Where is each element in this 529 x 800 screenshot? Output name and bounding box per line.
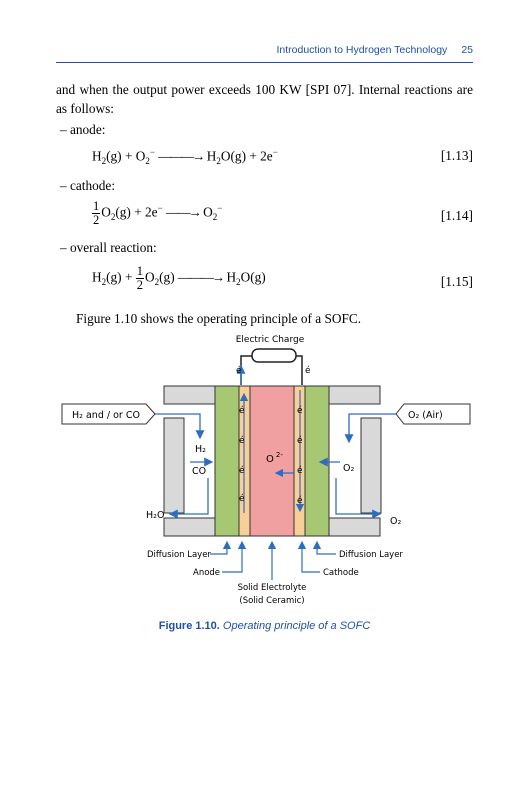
diffusion-layer-left-label: Diffusion Layer bbox=[147, 550, 211, 560]
fuel-inlet bbox=[61, 403, 156, 425]
figure-caption: Figure 1.10. Operating principle of a SO… bbox=[0, 620, 529, 632]
running-header: Introduction to Hydrogen Technology 25 bbox=[276, 44, 473, 56]
air-inlet-label: O₂ (Air) bbox=[408, 410, 443, 421]
o2-out-label: O₂ bbox=[390, 516, 401, 527]
caption-label: Figure 1.10. bbox=[158, 620, 220, 632]
svg-text:é: é bbox=[239, 493, 245, 504]
intro-paragraph: and when the output power exceeds 100 KW… bbox=[56, 82, 473, 116]
cathode-label: – cathode: bbox=[60, 178, 116, 193]
svg-text:é: é bbox=[239, 435, 245, 446]
svg-text:é: é bbox=[297, 495, 303, 506]
solid-ceramic-label: (Solid Ceramic) bbox=[239, 596, 304, 606]
overall-label: – overall reaction: bbox=[60, 240, 157, 255]
svg-text:é: é bbox=[297, 405, 303, 416]
top-plate-right bbox=[328, 385, 381, 405]
svg-text:é: é bbox=[297, 435, 303, 446]
air-inlet bbox=[395, 403, 471, 425]
fuel-inlet-label: H₂ and / or CO bbox=[72, 410, 140, 421]
side-plate-left bbox=[163, 417, 185, 514]
svg-text:é: é bbox=[236, 365, 242, 376]
electrolyte-layer bbox=[249, 385, 295, 537]
svg-text:é: é bbox=[239, 405, 245, 416]
diffusion-layer-right bbox=[304, 385, 330, 537]
h2o-label: H₂O bbox=[146, 510, 164, 521]
o2-label: O₂ bbox=[343, 463, 354, 474]
side-plate-right bbox=[360, 417, 382, 514]
electron-labels-cathode: é é é é bbox=[297, 405, 303, 506]
figure-reference: Figure 1.10 shows the operating principl… bbox=[76, 311, 362, 326]
co-label: CO bbox=[192, 466, 206, 477]
equation-number-1: [1.13] bbox=[440, 148, 473, 163]
page-number: 25 bbox=[461, 44, 473, 56]
bottom-plate-right bbox=[328, 517, 381, 537]
solid-electrolyte-label: Solid Electrolyte bbox=[238, 583, 307, 593]
diffusion-layer-right-label: Diffusion Layer bbox=[339, 550, 403, 560]
electron-labels-anode: é é é é bbox=[239, 405, 245, 504]
svg-text:é: é bbox=[297, 465, 303, 476]
anode-label: – anode: bbox=[60, 122, 106, 137]
caption-text: Operating principle of a SOFC bbox=[222, 620, 371, 632]
top-plate-left bbox=[163, 385, 216, 405]
load-resistor bbox=[251, 348, 297, 363]
svg-text:é: é bbox=[305, 365, 311, 376]
cathode-label-diagram: Cathode bbox=[323, 568, 359, 578]
bottom-plate-left bbox=[163, 517, 216, 537]
header-title: Introduction to Hydrogen Technology bbox=[276, 44, 448, 56]
equation-number-3: [1.15] bbox=[440, 274, 473, 289]
anode-label-diagram: Anode bbox=[193, 568, 220, 578]
header-rule bbox=[56, 62, 473, 63]
equation-anode: H2(g) + O2− ———→ H2O(g) + 2e− bbox=[92, 147, 278, 167]
h2-label: H₂ bbox=[195, 444, 206, 455]
pointer-arrows bbox=[210, 540, 336, 580]
equation-number-2: [1.14] bbox=[440, 208, 473, 223]
diffusion-layer-left bbox=[214, 385, 240, 537]
svg-text:é: é bbox=[239, 465, 245, 476]
electric-charge-label: Electric Charge bbox=[236, 335, 305, 345]
